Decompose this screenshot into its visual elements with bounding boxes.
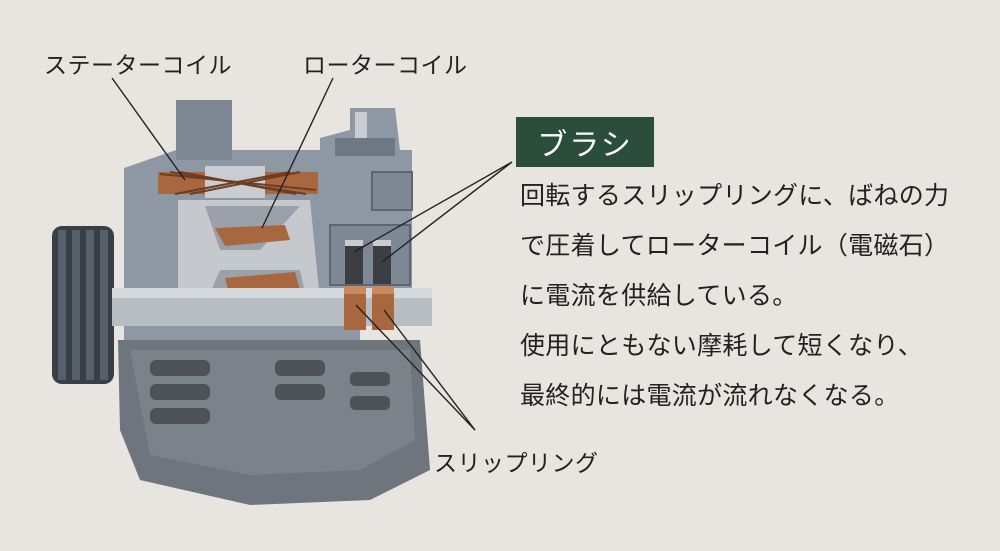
slip-ring-label: スリップリング	[434, 451, 599, 477]
stator-coil	[158, 166, 318, 198]
description-line: 使用にともない摩耗して短くなり、	[520, 331, 924, 360]
description-line: で圧着してローターコイル（電磁石）	[520, 231, 950, 260]
brush-title-badge: ブラシ	[516, 117, 654, 167]
lower-housing	[118, 340, 430, 505]
rotor-coil-label: ローターコイル	[303, 53, 468, 79]
leader-lines	[111, 77, 513, 431]
slip-rings	[344, 286, 394, 330]
pulley	[52, 226, 114, 384]
brush-description: 回転するスリップリングに、ばねの力 で圧着してローターコイル（電磁石） に電流を…	[520, 178, 990, 428]
stator-coil-label: ステーターコイル	[44, 53, 232, 79]
description-line: 最終的には電流が流れなくなる。	[520, 381, 900, 410]
description-line: に電流を供給している。	[520, 281, 798, 310]
description-line: 回転するスリップリングに、ばねの力	[520, 181, 950, 210]
